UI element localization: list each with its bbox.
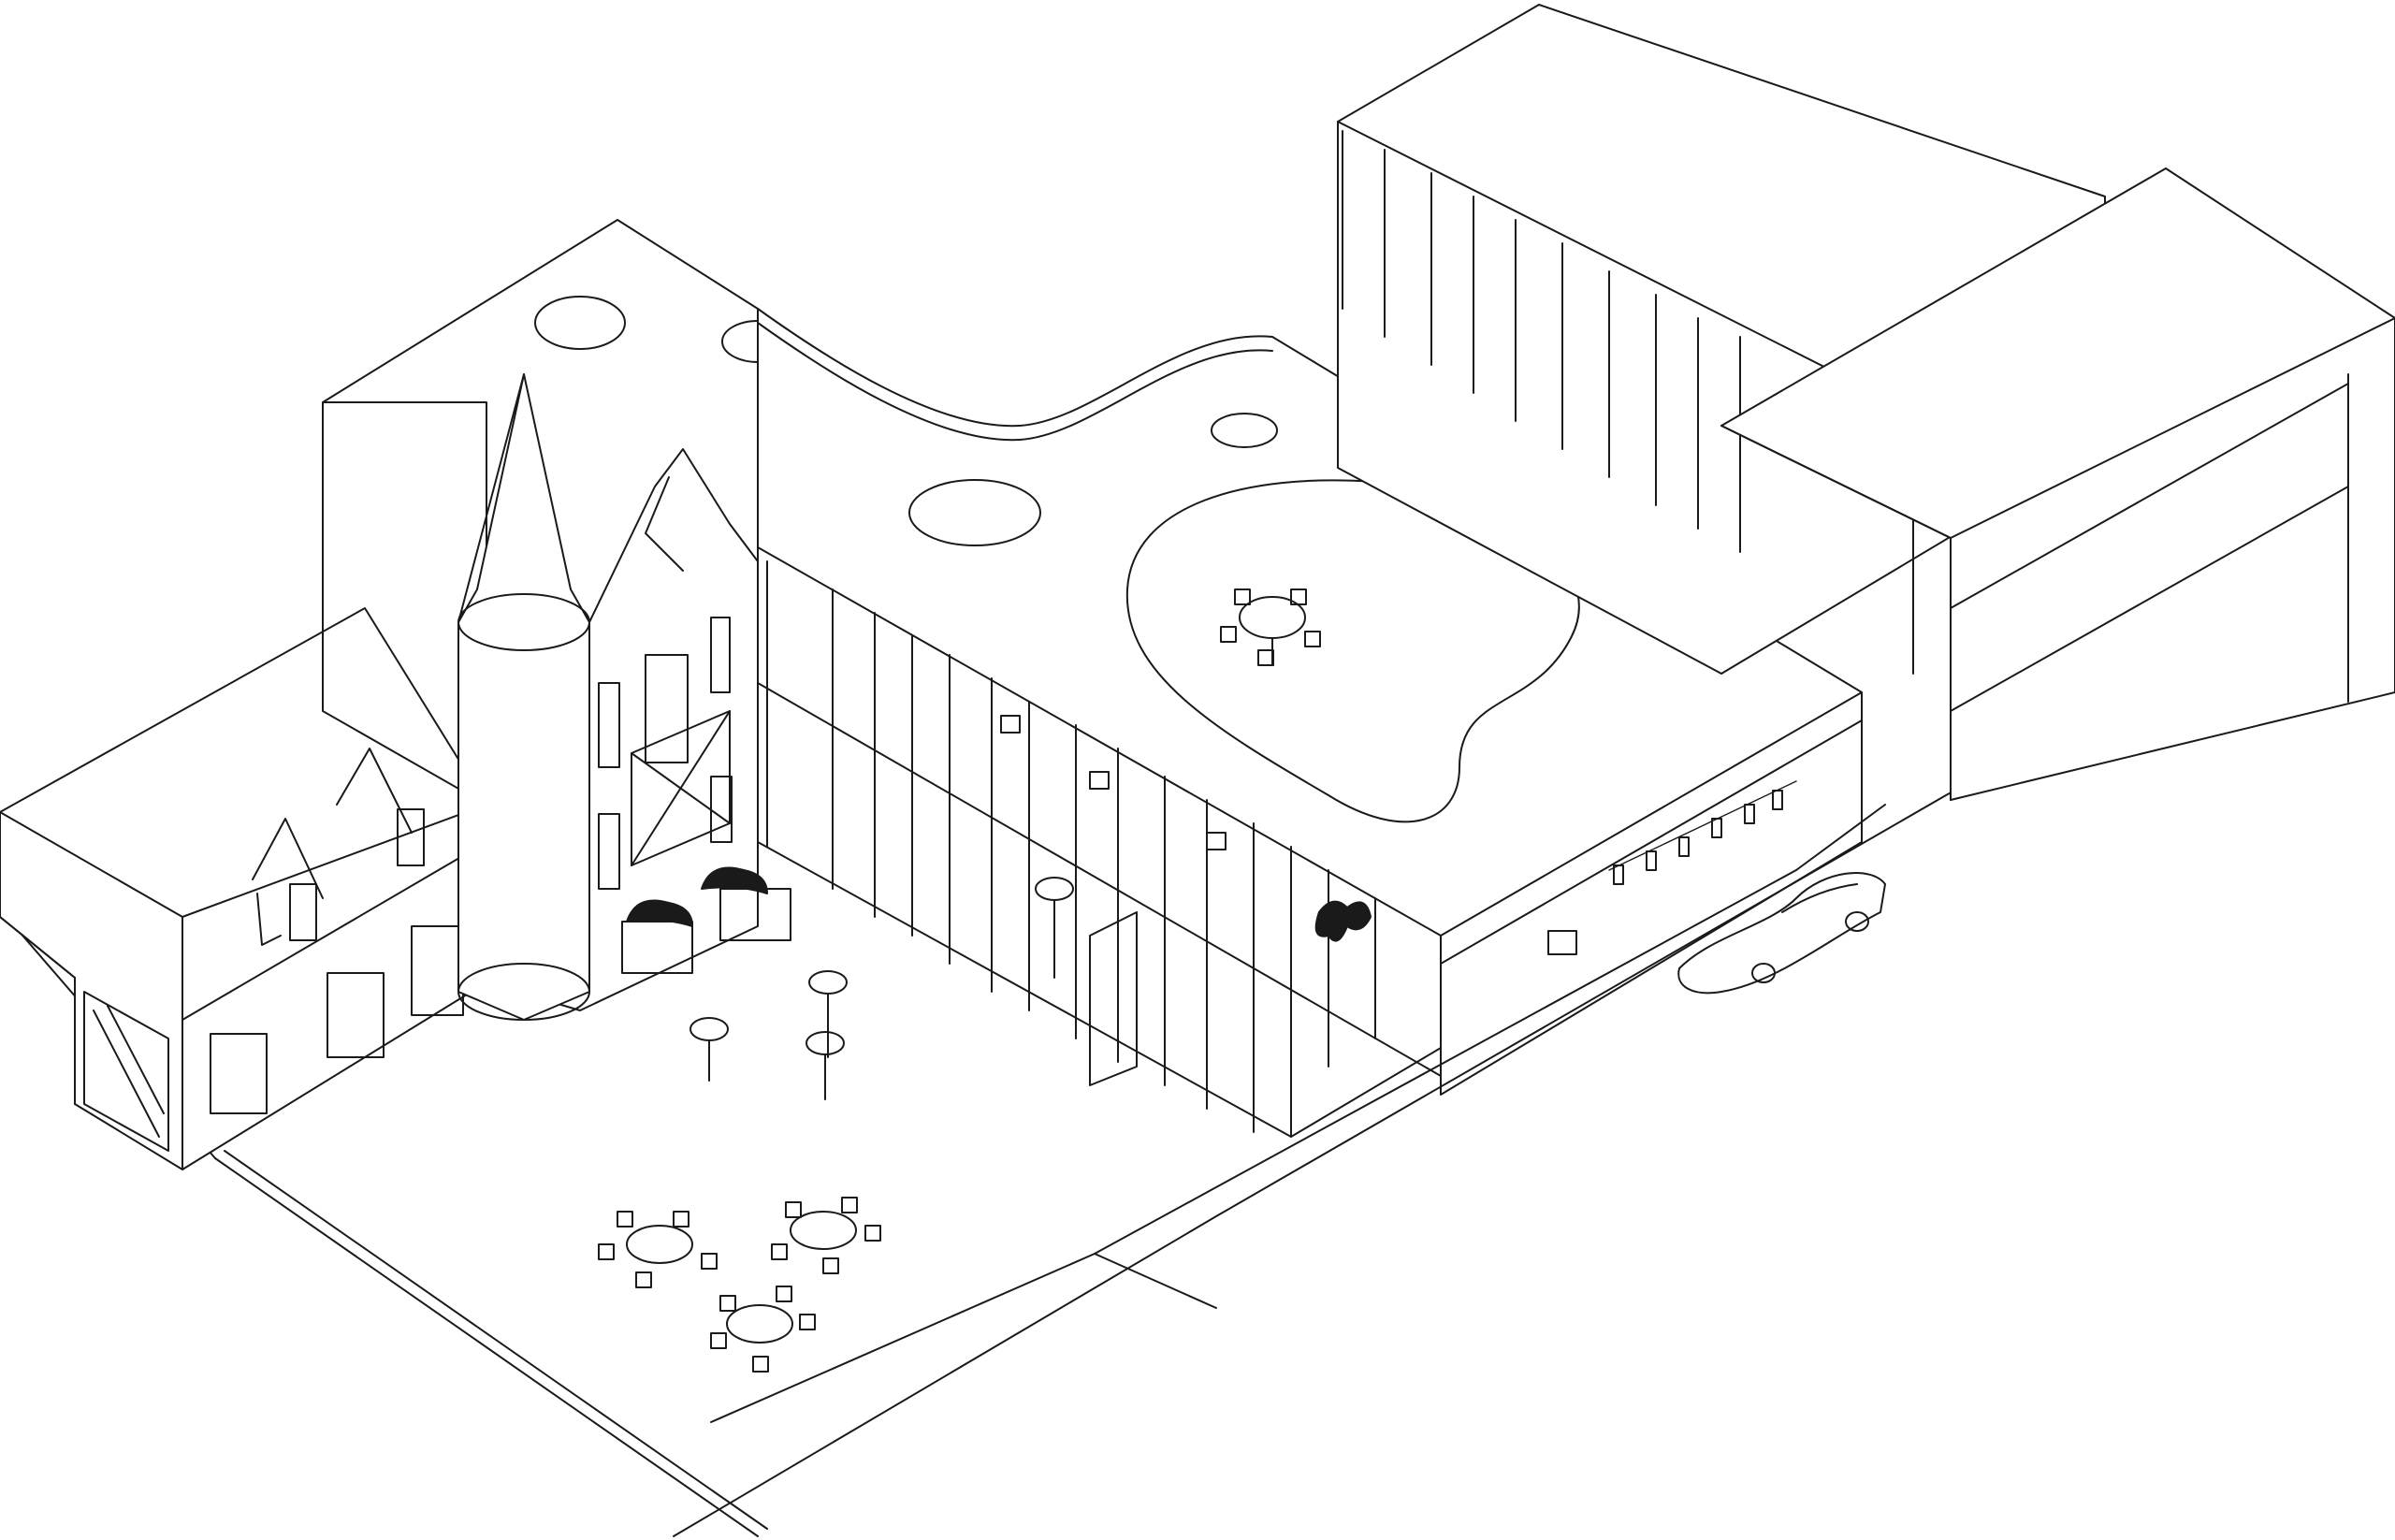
right-block-building	[1720, 167, 2395, 801]
left-annex-building	[0, 607, 487, 1170]
lion-statues	[621, 866, 791, 974]
high-table	[806, 1031, 845, 1100]
courtyard-table-set	[598, 1211, 718, 1288]
interior-furniture	[1000, 715, 1797, 955]
historic-manor	[322, 219, 794, 1021]
parked-car	[1677, 872, 1886, 995]
courtyard-table-set	[771, 1197, 881, 1274]
courtyard-table-set	[710, 1286, 816, 1373]
lion-statue	[621, 899, 693, 974]
lion-statue	[701, 866, 791, 941]
high-table	[808, 970, 848, 1058]
high-table	[689, 1017, 729, 1082]
roof-table-set	[1220, 588, 1321, 666]
high-table	[1035, 877, 1074, 979]
courtyard-table-sets	[598, 1197, 881, 1373]
high-tables	[689, 877, 1074, 1100]
glass-pavilion	[757, 308, 1863, 1138]
